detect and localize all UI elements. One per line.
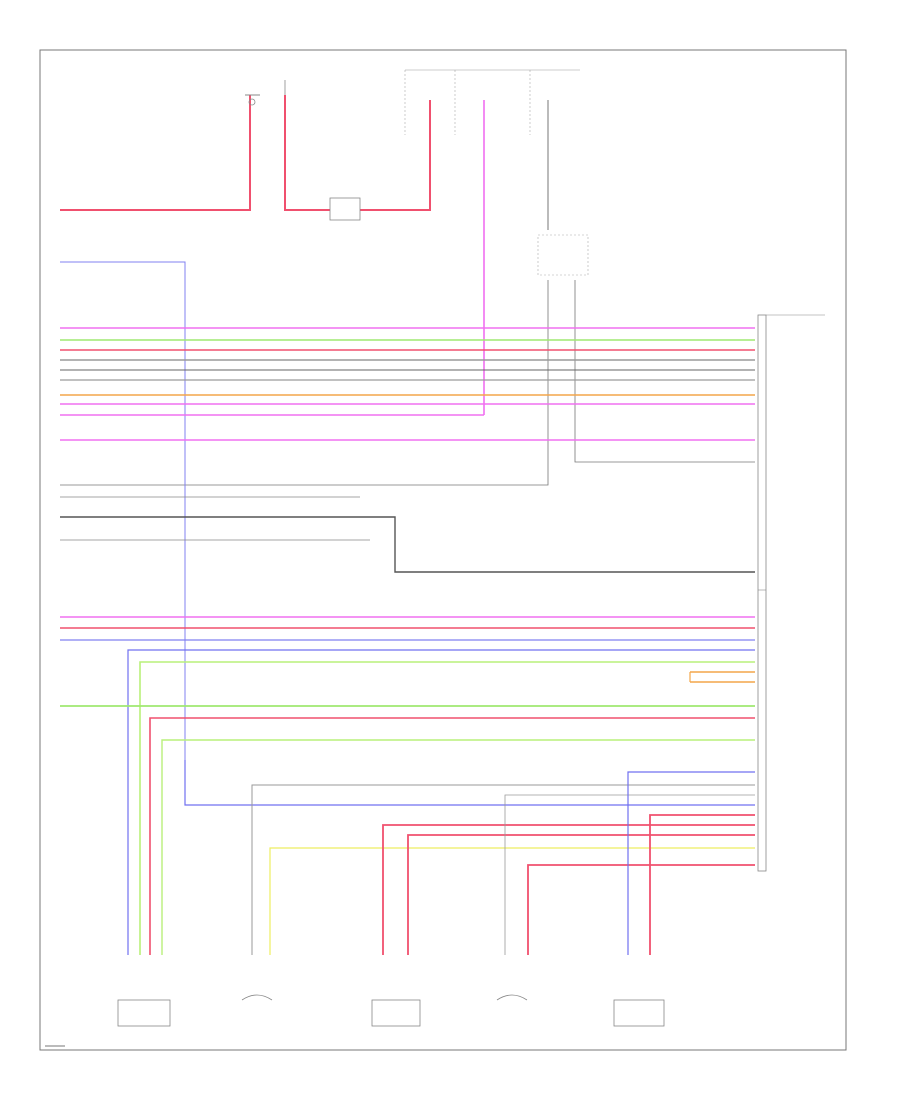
diagram-frame (39, 49, 847, 1051)
main-harness (60, 327, 755, 573)
head-unit-connector (757, 314, 825, 872)
relay-box (537, 234, 589, 276)
connector-icon (248, 98, 256, 106)
power-supply-wires (60, 69, 755, 486)
red-wire-1 (60, 95, 251, 211)
speaker-icon (241, 994, 273, 1001)
speaker-harness (60, 616, 755, 955)
connector-icon (371, 999, 421, 1027)
blue-wire-left (60, 261, 186, 760)
connector-icon (613, 999, 665, 1027)
fuse-block (329, 197, 361, 221)
blue-wire-bottom (184, 760, 755, 806)
red-wire-2 (284, 95, 431, 211)
speaker-connectors (117, 994, 665, 1027)
connector-icon (117, 999, 171, 1027)
speaker-icon (496, 994, 528, 1001)
